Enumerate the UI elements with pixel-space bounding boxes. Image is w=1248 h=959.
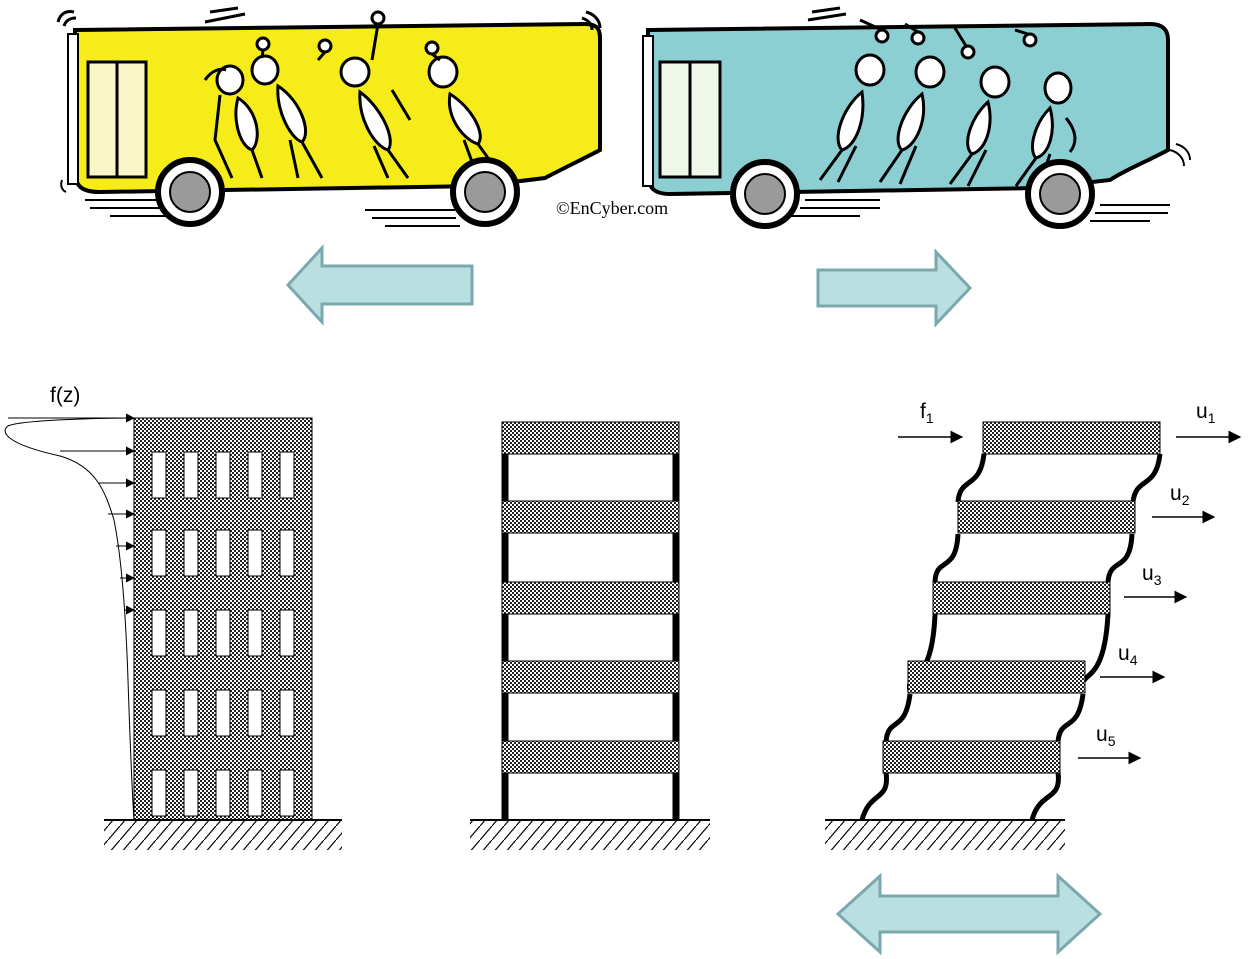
wind-load-profile <box>4 413 135 821</box>
displacement-label: u4 <box>1118 642 1138 668</box>
window <box>279 769 295 817</box>
bus-accelerating-icon <box>642 6 1191 229</box>
bus-braking-icon <box>56 6 602 227</box>
floor-slab <box>882 740 1061 774</box>
displacement-label: u3 <box>1142 562 1162 588</box>
load-function-label: f(z) <box>50 384 80 407</box>
floor-slab <box>501 740 680 774</box>
double-arrow-icon <box>835 872 1103 956</box>
floor-slab <box>957 500 1136 534</box>
window <box>215 689 231 737</box>
window <box>279 529 295 577</box>
window <box>279 451 295 499</box>
window <box>183 769 199 817</box>
window <box>215 769 231 817</box>
building-facade <box>133 417 313 821</box>
floor-slab <box>501 581 680 615</box>
force-label: f1 <box>920 400 934 426</box>
window <box>247 529 263 577</box>
window <box>215 609 231 657</box>
window <box>279 609 295 657</box>
window <box>151 529 167 577</box>
window <box>279 689 295 737</box>
ground-hatch <box>104 820 342 850</box>
window <box>151 769 167 817</box>
ground-hatch <box>470 820 710 850</box>
floor-slab <box>982 421 1161 455</box>
window <box>183 689 199 737</box>
floor-slab <box>501 500 680 534</box>
displacement-label: u5 <box>1096 723 1116 749</box>
displacement-label: u1 <box>1196 400 1216 426</box>
shear-frame <box>501 421 680 820</box>
window <box>183 529 199 577</box>
floor-slab <box>501 660 680 694</box>
window <box>247 689 263 737</box>
window <box>151 609 167 657</box>
window <box>247 451 263 499</box>
floor-slab <box>501 421 680 455</box>
right-arrow-icon <box>816 248 973 328</box>
window <box>247 609 263 657</box>
window <box>183 451 199 499</box>
ground-hatch <box>825 820 1065 850</box>
window <box>215 451 231 499</box>
window <box>151 689 167 737</box>
displacement-label: u2 <box>1170 482 1190 508</box>
floor-slab <box>907 660 1086 694</box>
window <box>247 769 263 817</box>
window <box>215 529 231 577</box>
credit-text: ©EnCyber.com <box>556 198 668 218</box>
window <box>151 451 167 499</box>
left-arrow-icon <box>285 244 474 326</box>
floor-slab <box>932 581 1111 615</box>
deformed-frame <box>859 421 1163 821</box>
window <box>183 609 199 657</box>
